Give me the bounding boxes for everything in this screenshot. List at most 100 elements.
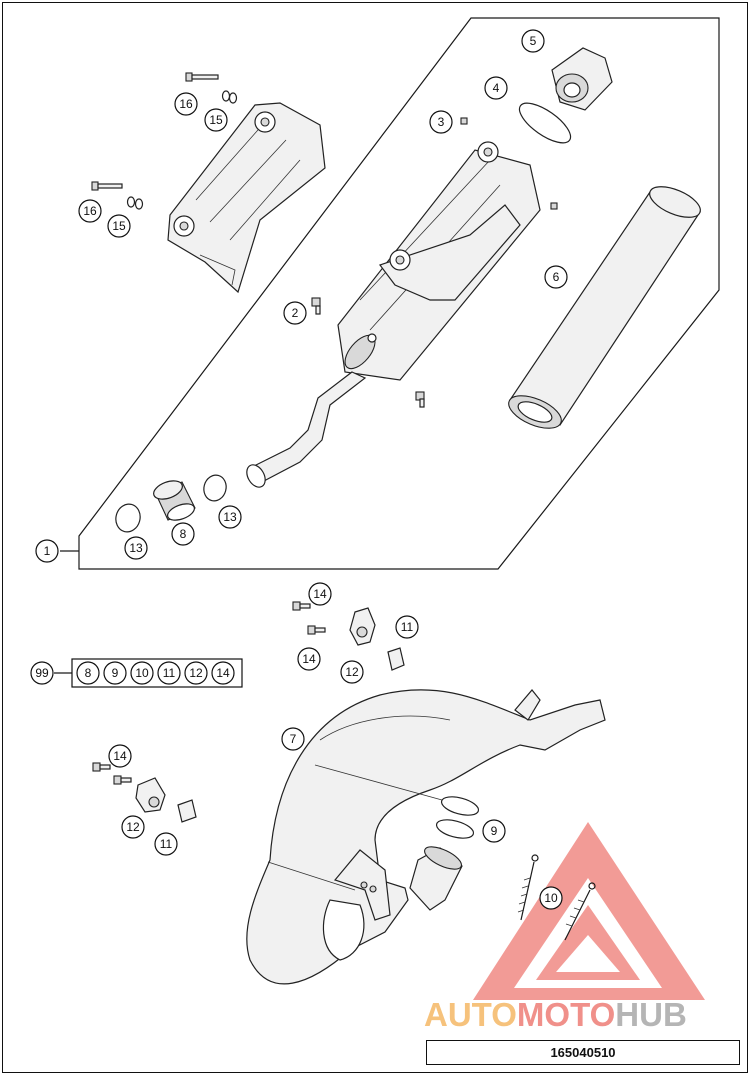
callout-7-6-label: 7: [290, 732, 297, 746]
callout-15-19-label: 15: [209, 113, 223, 127]
callout-9-8: 9: [482, 819, 506, 843]
seal-9-upper: [440, 796, 480, 816]
mounting-bolt-2: [311, 297, 321, 315]
watermark-text: AUTOMOTOHUB: [424, 996, 687, 1033]
screw-3: [460, 117, 468, 125]
callout-11-10: 11: [395, 615, 419, 639]
callout-6-5: 6: [544, 265, 568, 289]
clamp-12-upper: [349, 607, 376, 646]
kit-member-10: 10: [130, 661, 154, 685]
kit-member-11: 11: [157, 661, 181, 685]
callout-6-5-label: 6: [553, 270, 560, 284]
kit-member-8-label: 8: [85, 666, 92, 680]
callout-13-14-label: 13: [129, 541, 143, 555]
callout-2-1-label: 2: [292, 306, 299, 320]
gasket-sleeve-8: [153, 480, 196, 521]
kit-member-12-label: 12: [189, 666, 203, 680]
callout-16-21-label: 16: [179, 97, 193, 111]
callout-16-22: 16: [78, 199, 102, 223]
callout-kit-99: 99: [30, 661, 54, 685]
diagram-reference-box: 165040510: [426, 1040, 740, 1065]
assembly-boundary: [60, 17, 720, 570]
watermark-hub: HUB: [615, 996, 687, 1033]
callout-5-4-label: 5: [530, 34, 537, 48]
kit-members: 99 8 9 10 11 12 14: [30, 661, 235, 685]
callout-14-17-label: 14: [302, 652, 316, 666]
kit-member-10-label: 10: [135, 666, 149, 680]
callout-14-16-label: 14: [313, 587, 327, 601]
diagram-reference-number: 165040510: [550, 1045, 616, 1060]
mounting-bolt-lower: [415, 391, 425, 408]
callout-13-14: 13: [124, 536, 148, 560]
bolt-14-a: [292, 601, 311, 611]
callout-12-13: 12: [121, 815, 145, 839]
kit-member-11-label: 11: [163, 666, 176, 680]
washers-15-lower: [126, 196, 144, 210]
bolt-16-lower: [91, 181, 123, 191]
end-cap: [551, 47, 613, 111]
callout-16-22-label: 16: [83, 204, 97, 218]
callout-12-13-label: 12: [126, 820, 140, 834]
callout-14-16: 14: [308, 582, 332, 606]
kit-member-14-label: 14: [216, 666, 230, 680]
callout-3-2-label: 3: [438, 115, 445, 129]
callout-11-11-label: 11: [160, 837, 173, 851]
callout-7-6: 7: [281, 727, 305, 751]
kit-member-8: 8: [76, 661, 100, 685]
bolt-14-d: [113, 775, 132, 785]
kit-member-14: 14: [211, 661, 235, 685]
callout-13-15: 13: [218, 505, 242, 529]
callout-14-18-label: 14: [113, 749, 127, 763]
callout-4-3: 4: [484, 76, 508, 100]
callout-8-7: 8: [171, 522, 195, 546]
callout-12-12: 12: [340, 660, 364, 684]
callout-11-10-label: 11: [401, 620, 414, 634]
callout-12-12-label: 12: [345, 665, 359, 679]
link-pipe: [246, 371, 367, 488]
callout-14-17: 14: [297, 647, 321, 671]
callout-10-9-label: 10: [544, 891, 558, 905]
exhaust-pipe: [246, 689, 606, 985]
callout-8-7-label: 8: [180, 527, 187, 541]
callout-9-8-label: 9: [491, 824, 498, 838]
callout-kit-99-label: 99: [35, 666, 49, 680]
silencer-sleeve: [508, 186, 701, 429]
kit-member-9: 9: [103, 661, 127, 685]
seal-13-left: [115, 503, 141, 533]
callout-15-20-label: 15: [112, 219, 126, 233]
callout-15-19: 15: [204, 108, 228, 132]
kit-member-9-label: 9: [112, 666, 119, 680]
callout-15-20: 15: [107, 214, 131, 238]
heat-shield: [167, 102, 326, 294]
spring-10-left: [517, 854, 539, 921]
seal-13-right: [203, 474, 227, 502]
seal-9-lower: [435, 819, 475, 839]
watermark-auto: AUTO: [424, 996, 517, 1033]
clamp-12-lower: [135, 777, 166, 813]
clip-11-lower: [177, 799, 197, 823]
callout-2-1: 2: [283, 301, 307, 325]
callout-16-21: 16: [174, 92, 198, 116]
callout-11-11: 11: [154, 832, 178, 856]
clip-11-upper: [387, 647, 405, 671]
callout-14-18: 14: [108, 744, 132, 768]
callout-3-2: 3: [429, 110, 453, 134]
watermark-moto: MOTO: [517, 996, 615, 1033]
callout-1-0-label: 1: [44, 544, 51, 558]
callout-5-4: 5: [521, 29, 545, 53]
callout-1-0: 1: [35, 539, 59, 563]
callout-13-15-label: 13: [223, 510, 237, 524]
spring-10-right: [564, 882, 596, 941]
bolt-16-upper: [185, 72, 219, 82]
kit-member-12: 12: [184, 661, 208, 685]
silencer-assembly: [337, 141, 541, 381]
bolt-14-c: [92, 762, 111, 772]
screw-small: [550, 202, 558, 210]
washers-15-upper: [221, 90, 238, 104]
callout-4-3-label: 4: [493, 81, 500, 95]
o-ring-4: [518, 102, 572, 144]
bolt-14-b: [307, 625, 326, 635]
